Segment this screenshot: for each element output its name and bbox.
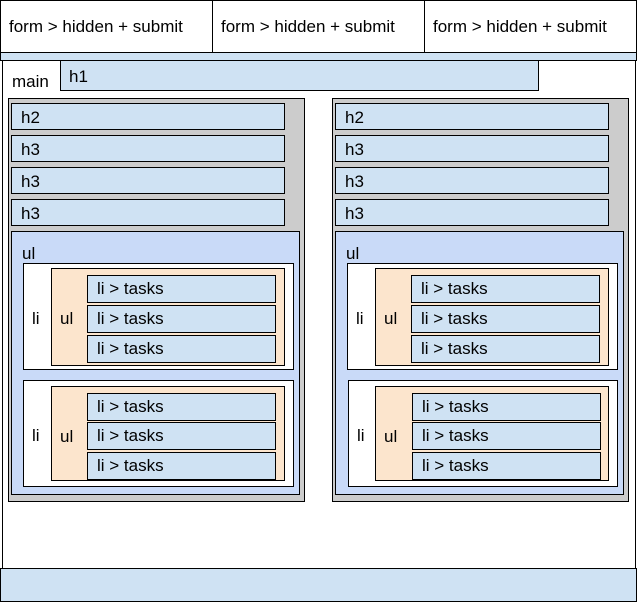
task-item: li > tasks bbox=[87, 393, 276, 421]
form-label: form > hidden + submit bbox=[9, 17, 183, 36]
h3-box: h3 bbox=[335, 135, 609, 162]
task-item: li > tasks bbox=[87, 335, 276, 363]
form-label: form > hidden + submit bbox=[221, 17, 395, 36]
h3-box: h3 bbox=[11, 135, 285, 162]
main-label: main bbox=[12, 72, 49, 91]
task-item: li > tasks bbox=[411, 275, 600, 303]
h2-box: h2 bbox=[335, 103, 609, 130]
h1-label: h1 bbox=[69, 67, 88, 86]
ul-label: ul bbox=[346, 244, 360, 263]
task-label: li > tasks bbox=[97, 309, 164, 328]
task-item: li > tasks bbox=[87, 275, 276, 303]
h3-box: h3 bbox=[11, 199, 285, 226]
form-box-3: form > hidden + submit bbox=[424, 0, 637, 53]
nested-ul-label: ul bbox=[384, 427, 398, 446]
form-label: form > hidden + submit bbox=[433, 17, 607, 36]
heading-label: h3 bbox=[345, 204, 364, 223]
task-item: li > tasks bbox=[87, 422, 276, 450]
task-label: li > tasks bbox=[97, 339, 164, 358]
task-label: li > tasks bbox=[97, 456, 164, 475]
li-label: li bbox=[357, 426, 365, 445]
task-label: li > tasks bbox=[422, 456, 489, 475]
task-label: li > tasks bbox=[97, 426, 164, 445]
task-item: li > tasks bbox=[412, 422, 601, 450]
form-box-2: form > hidden + submit bbox=[212, 0, 425, 53]
heading-label: h3 bbox=[345, 172, 364, 191]
heading-label: h2 bbox=[345, 108, 364, 127]
h3-box: h3 bbox=[335, 199, 609, 226]
task-item: li > tasks bbox=[411, 305, 600, 333]
nested-ul-label: ul bbox=[60, 427, 74, 446]
form-box-1: form > hidden + submit bbox=[0, 0, 213, 53]
li-label: li bbox=[32, 426, 40, 445]
task-label: li > tasks bbox=[97, 397, 164, 416]
h2-box: h2 bbox=[11, 103, 285, 130]
heading-label: h3 bbox=[345, 140, 364, 159]
h3-box: h3 bbox=[335, 167, 609, 194]
li-label: li bbox=[356, 309, 364, 328]
task-label: li > tasks bbox=[421, 339, 488, 358]
nested-ul-label: ul bbox=[384, 309, 398, 328]
task-item: li > tasks bbox=[87, 305, 276, 333]
heading-label: h3 bbox=[21, 140, 40, 159]
task-label: li > tasks bbox=[422, 397, 489, 416]
heading-label: h2 bbox=[21, 108, 40, 127]
task-item: li > tasks bbox=[411, 335, 600, 363]
footer-band bbox=[0, 568, 637, 602]
task-label: li > tasks bbox=[421, 279, 488, 298]
heading-label: h3 bbox=[21, 204, 40, 223]
li-label: li bbox=[32, 309, 40, 328]
task-label: li > tasks bbox=[97, 279, 164, 298]
nested-ul-label: ul bbox=[60, 309, 74, 328]
task-item: li > tasks bbox=[412, 452, 601, 480]
heading-label: h3 bbox=[21, 172, 40, 191]
h1-box: h1 bbox=[60, 60, 539, 91]
ul-label: ul bbox=[22, 244, 36, 263]
h3-box: h3 bbox=[11, 167, 285, 194]
task-item: li > tasks bbox=[412, 393, 601, 421]
task-label: li > tasks bbox=[421, 309, 488, 328]
task-label: li > tasks bbox=[422, 426, 489, 445]
task-item: li > tasks bbox=[87, 452, 276, 480]
